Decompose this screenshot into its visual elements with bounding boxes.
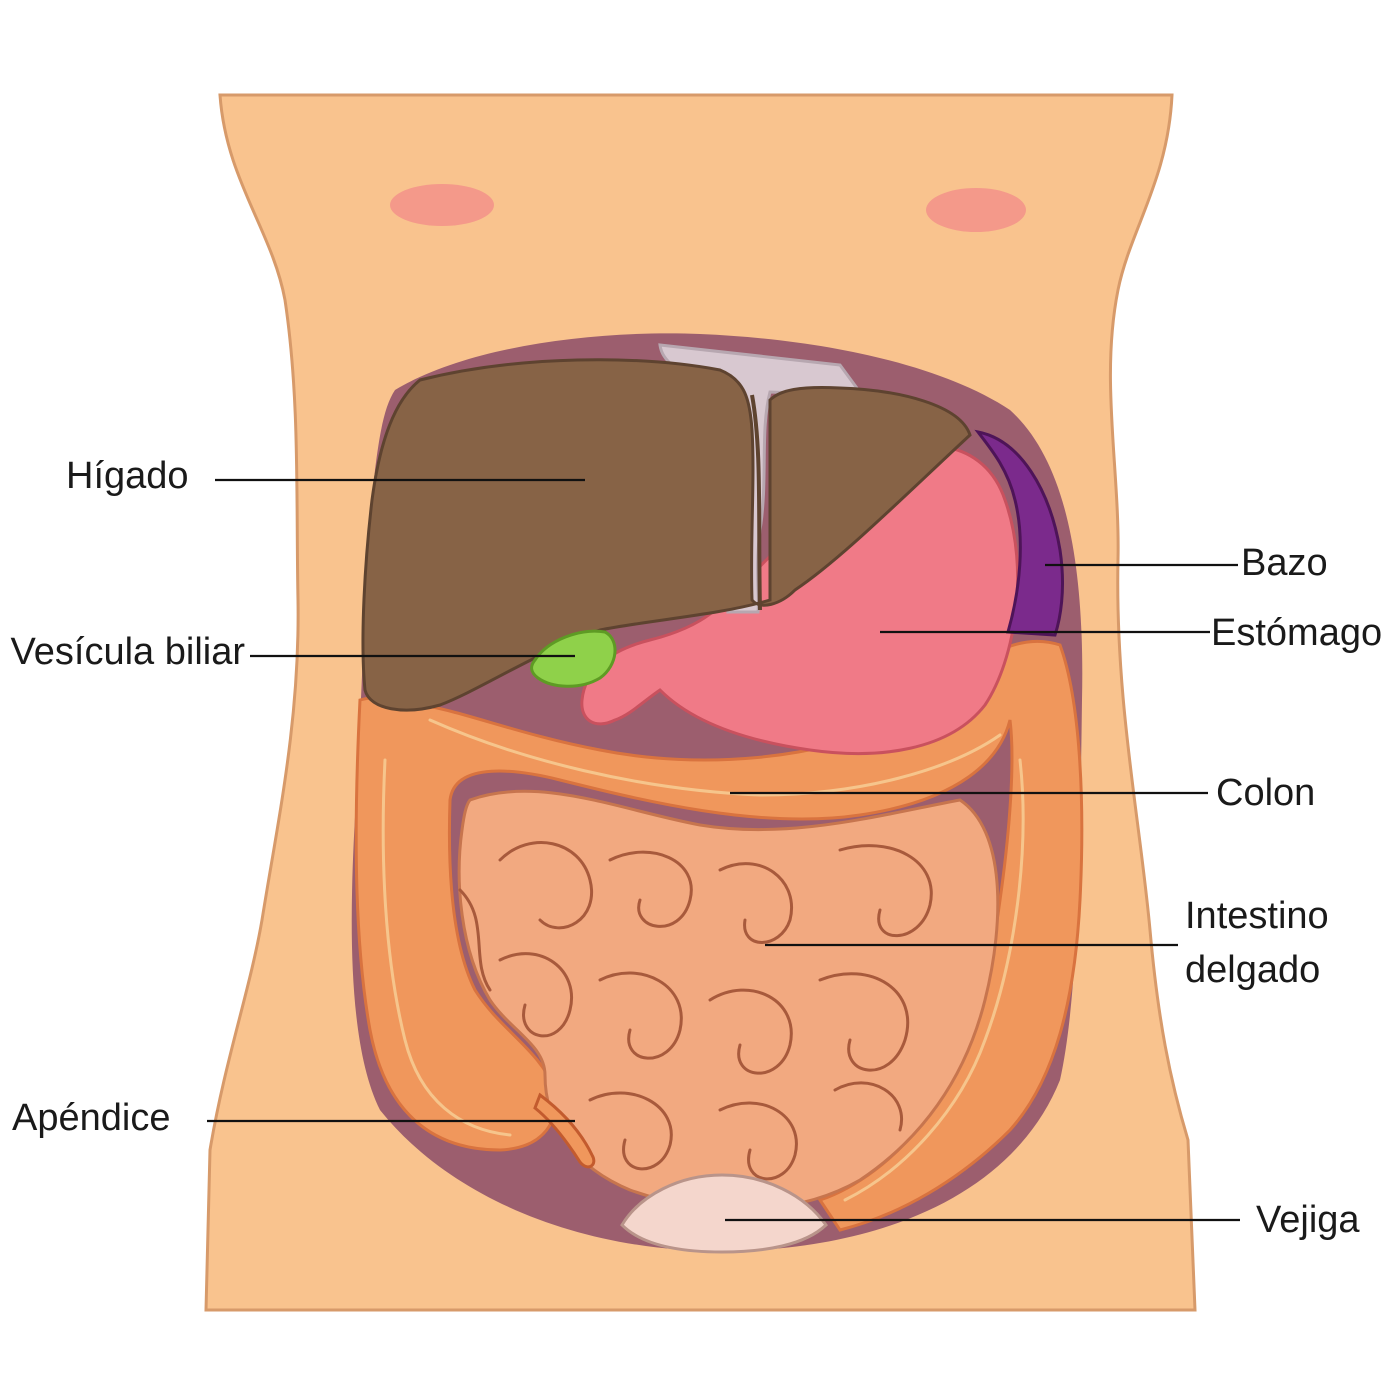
label-vesicula: Vesícula biliar xyxy=(11,631,246,673)
right-nipple xyxy=(926,188,1026,232)
label-colon: Colon xyxy=(1216,772,1315,814)
label-apendice: Apéndice xyxy=(12,1097,170,1139)
label-intestino-line1: Intestino xyxy=(1185,895,1329,937)
label-intestino-line2: delgado xyxy=(1185,949,1320,991)
label-estomago: Estómago xyxy=(1211,612,1382,654)
liver-lobe-divide xyxy=(750,394,762,611)
colon-haustra-left xyxy=(381,758,512,1137)
bladder xyxy=(620,1173,828,1254)
label-higado: Hígado xyxy=(66,455,189,497)
label-bazo: Bazo xyxy=(1241,542,1328,584)
gallbladder xyxy=(530,629,617,688)
left-nipple xyxy=(390,184,494,226)
appendix xyxy=(533,1092,596,1169)
liver xyxy=(361,358,972,712)
label-vejiga: Vejiga xyxy=(1256,1199,1360,1241)
small-intestine xyxy=(457,789,1000,1211)
colon-haustra-top xyxy=(428,718,1002,797)
small-intestine-loops xyxy=(458,841,933,1181)
colon-haustra-right xyxy=(843,758,1025,1202)
spleen xyxy=(974,429,1065,637)
